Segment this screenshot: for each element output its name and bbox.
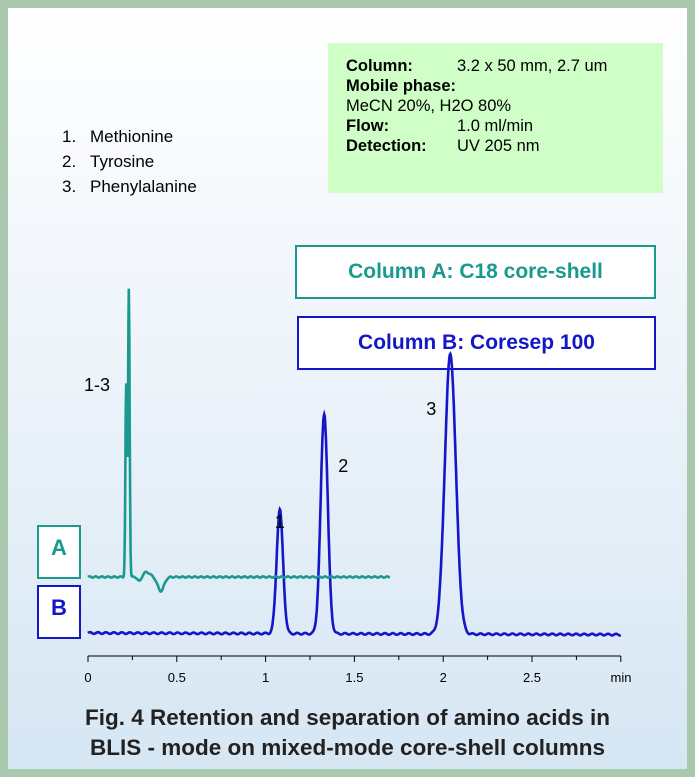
legend-item: 3. Phenylalanine — [62, 174, 197, 199]
condition-value: UV 205 nm — [457, 137, 540, 155]
condition-label: Detection: — [346, 137, 427, 155]
peak-label: 1-3 — [84, 375, 110, 395]
x-axis-label: min — [611, 670, 632, 685]
legend-name: Methionine — [90, 127, 174, 146]
condition-value: 3.2 x 50 mm, 2.7 um — [457, 57, 608, 75]
x-tick-label: 1.5 — [345, 670, 363, 685]
legend-name: Tyrosine — [90, 152, 155, 171]
x-tick-label: 1 — [262, 670, 269, 685]
peak-label: 2 — [338, 456, 348, 476]
figure-caption: Fig. 4 Retention and separation of amino… — [0, 703, 695, 763]
x-ticks: 0 0.5 1 1.5 2 2.5 min — [84, 656, 631, 685]
x-tick-label: 2 — [440, 670, 447, 685]
x-tick-label: 2.5 — [523, 670, 541, 685]
condition-column: Column: 3.2 x 50 mm, 2.7 um — [346, 56, 663, 76]
condition-mobile: Mobile phase: — [346, 76, 663, 96]
trace-column-b — [87, 350, 622, 637]
condition-mobile-value: MeCN 20%, H2O 80% — [346, 96, 663, 116]
legend-num: 1. — [62, 127, 77, 146]
caption-line: BLIS - mode on mixed-mode core-shell col… — [89, 735, 606, 760]
condition-flow: Flow: 1.0 ml/min — [346, 116, 663, 136]
peak-label: 1 — [275, 512, 285, 532]
column-b-label: Column B: Coresep 100 — [297, 316, 656, 370]
column-a-label: Column A: C18 core-shell — [295, 245, 656, 299]
legend-name: Phenylalanine — [90, 177, 197, 196]
peak-labels: 1-3 1 2 3 — [84, 375, 436, 532]
legend-item: 2. Tyrosine — [62, 149, 197, 174]
legend-item: 1. Methionine — [62, 124, 197, 149]
x-tick-label: 0.5 — [168, 670, 186, 685]
legend-num: 3. — [62, 177, 77, 196]
condition-value: 1.0 ml/min — [457, 117, 534, 135]
condition-value: MeCN 20%, H2O 80% — [346, 97, 512, 115]
trace-tag-b: B — [37, 585, 81, 639]
legend-num: 2. — [62, 152, 77, 171]
peak-label: 3 — [426, 399, 436, 419]
conditions-box: Column: 3.2 x 50 mm, 2.7 um Mobile phase:… — [328, 43, 663, 193]
condition-detection: Detection: UV 205 nm — [346, 136, 663, 156]
condition-label: Mobile phase: — [346, 77, 457, 95]
peak-legend: 1. Methionine 2. Tyrosine 3. Phenylalanine — [62, 124, 197, 199]
condition-label: Flow: — [346, 117, 390, 135]
trace-tag-a: A — [37, 525, 81, 579]
condition-label: Column: — [346, 57, 413, 75]
trace-column-a — [87, 288, 391, 594]
caption-line: Fig. 4 Retention and separation of amino… — [84, 705, 611, 730]
x-tick-label: 0 — [84, 670, 91, 685]
